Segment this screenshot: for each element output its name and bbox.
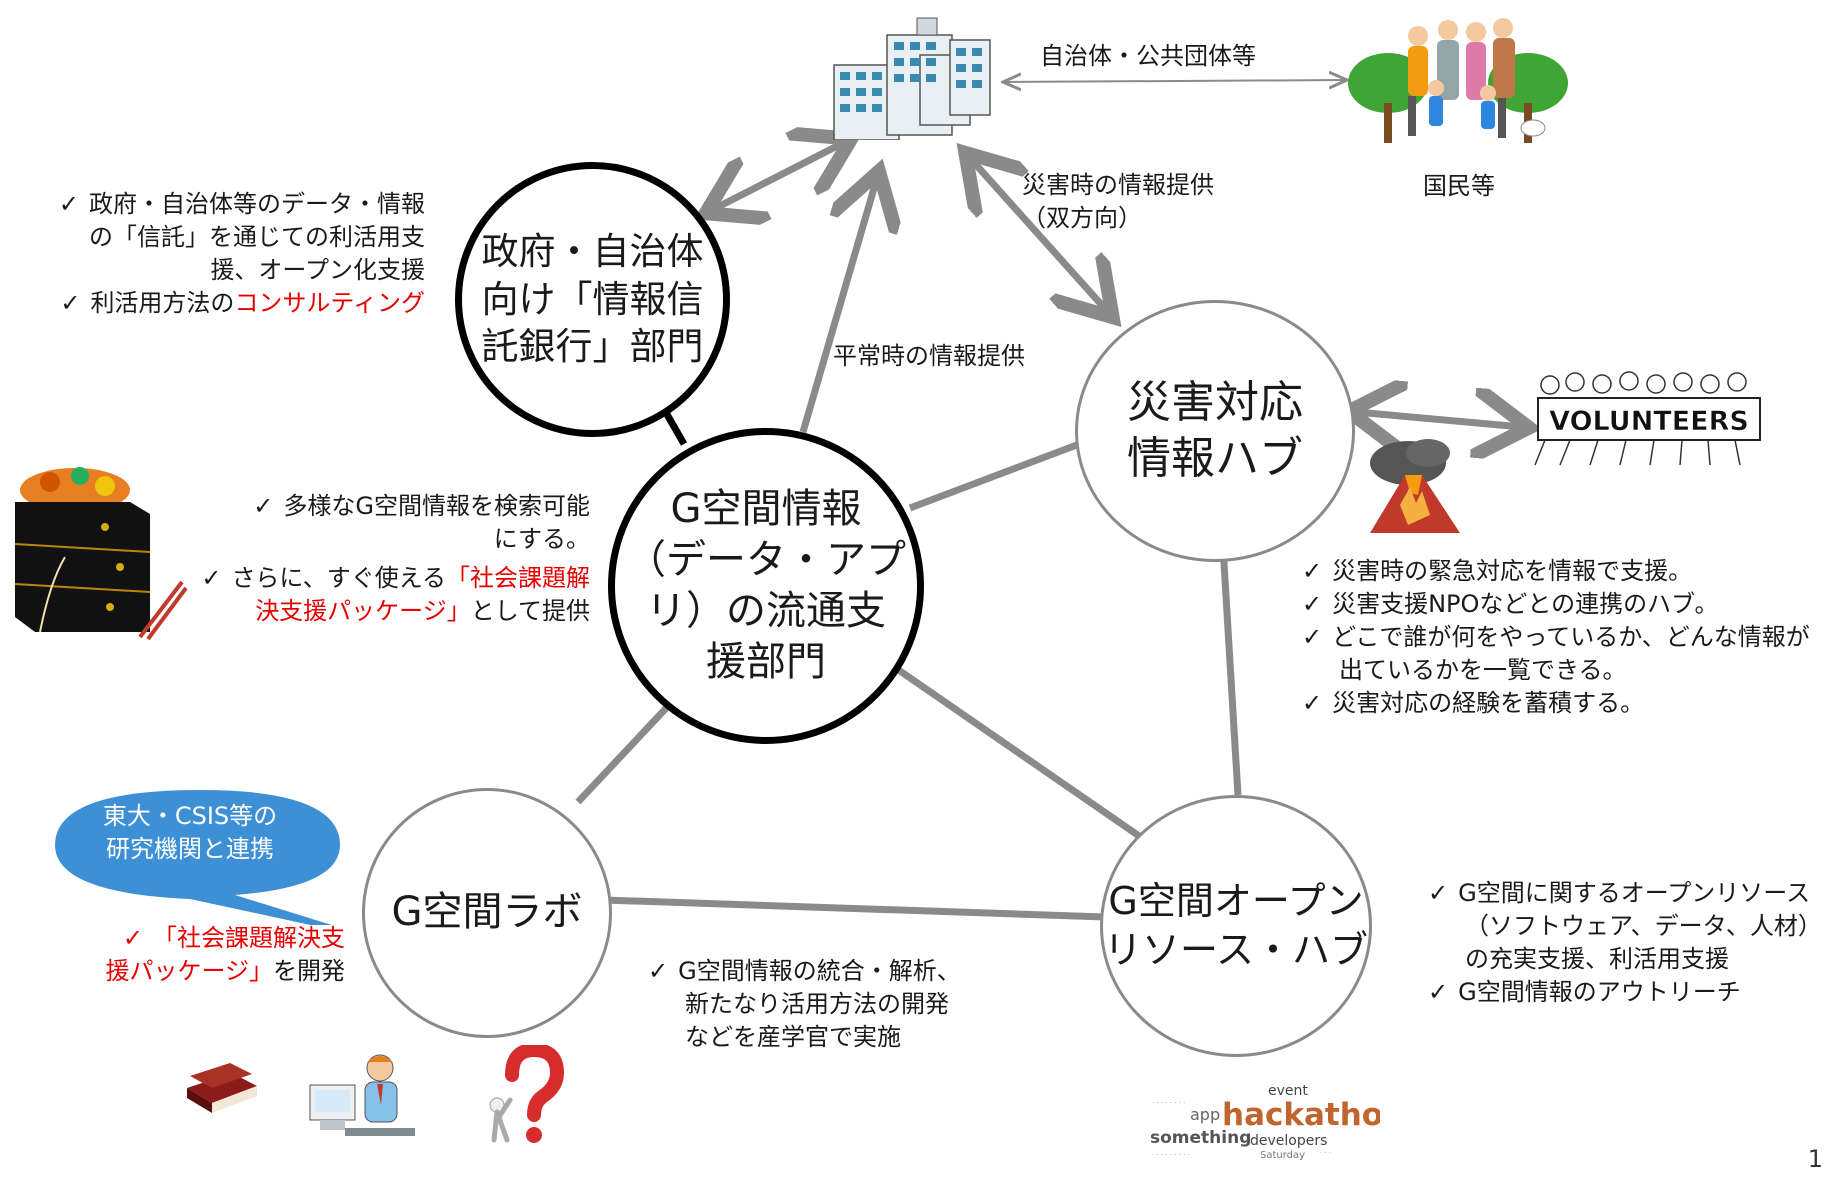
gov-notes: ✓政府・自治体等のデータ・情報 の「信託」を通じての利活用支 援、オープン化支援… xyxy=(58,190,425,318)
lab-notes: ✓「社会課題解決支 援パッケージ」を開発 xyxy=(105,924,345,986)
citizens-label: 国民等 xyxy=(1423,172,1495,200)
svg-text:· · · · · · · · ·: · · · · · · · · · xyxy=(1152,1151,1190,1159)
link-lab-open xyxy=(603,896,1106,921)
normal-info-label: 平常時の情報提供 xyxy=(833,342,1025,370)
disaster-info-label-1: 災害時の情報提供 xyxy=(1022,171,1214,199)
open-node-label: G空間オープン リソース・ハブ xyxy=(1103,879,1369,972)
page-number: 1 xyxy=(1807,1145,1823,1173)
link-center-disaster xyxy=(908,439,1084,512)
volunteers-banner-icon: VOLUNTEERS xyxy=(1534,371,1761,466)
jubako-food-box-icon xyxy=(14,467,188,641)
arrow-center-building xyxy=(799,178,877,433)
volunteers-text: VOLUNTEERS xyxy=(1549,406,1749,437)
arrow-disaster-volunteers xyxy=(1356,412,1522,427)
disaster-hub-node: 災害対応 情報ハブ xyxy=(1075,300,1355,562)
gov-node-label: 政府・自治体 向け「情報信 託銀行」部門 xyxy=(481,230,704,369)
hackathon-word-saturday: Saturday xyxy=(1260,1150,1305,1161)
books-icon xyxy=(187,1063,257,1113)
citizens-family-icon xyxy=(1348,18,1568,143)
center-distribution-node: G空間情報 （データ・アプ リ）の流通支 援部門 xyxy=(608,428,924,744)
link-disaster-open xyxy=(1218,529,1242,796)
link-center-open xyxy=(885,659,1144,841)
researcher-at-computer-icon xyxy=(309,1054,415,1136)
hackathon-word-main: hackathon xyxy=(1222,1097,1380,1133)
disaster-notes: ✓災害時の緊急対応を情報で支援。 ✓災害支援NPOなどとの連携のハブ。 ✓どこで… xyxy=(1302,557,1810,718)
disaster-node-label: 災害対応 情報ハブ xyxy=(1127,376,1303,484)
research-callout xyxy=(55,790,340,925)
open-resource-hub-node: G空間オープン リソース・ハブ xyxy=(1100,795,1372,1057)
question-mark-figure-icon xyxy=(489,1045,565,1143)
arrow-building-citizens xyxy=(1005,80,1345,82)
open-notes: ✓G空間に関するオープンリソース （ソフトウェア、データ、人材） の充実支援、利… xyxy=(1428,879,1822,1007)
hackathon-word-app: app xyxy=(1190,1105,1220,1124)
arrow-gov-building xyxy=(712,142,845,210)
volcano-icon xyxy=(1370,439,1460,533)
center-node-label: G空間情報 （データ・アプ リ）の流通支 援部門 xyxy=(626,485,906,686)
svg-text:· · ·: · · · xyxy=(1320,1149,1331,1157)
gov-info-trust-node: 政府・自治体 向け「情報信 託銀行」部門 xyxy=(455,162,730,437)
g-space-lab-node: G空間ラボ xyxy=(362,788,612,1038)
municipal-label: 自治体・公共団体等 xyxy=(1040,42,1256,70)
hackathon-word-cloud: event app hackathon something developers… xyxy=(1150,1083,1380,1161)
callout-text: 東大・CSIS等の 研究機関と連携 xyxy=(102,802,278,863)
lab-open-notes: ✓G空間情報の統合・解析、 新たなり活用方法の開発 などを産学官で実施 xyxy=(648,957,961,1052)
lab-node-label: G空間ラボ xyxy=(391,889,583,936)
center-notes: ✓多様なG空間情報を検索可能 にする。 ✓さらに、すぐ使える「社会課題解 決支援… xyxy=(201,492,590,626)
arrow-building-disaster xyxy=(970,158,1108,312)
disaster-info-label-2: （双方向） xyxy=(1022,204,1142,232)
hackathon-word-event: event xyxy=(1268,1083,1308,1099)
svg-text:· · · · · · · ·: · · · · · · · · xyxy=(1152,1099,1185,1107)
hackathon-word-developers: developers xyxy=(1250,1133,1327,1149)
government-building-icon xyxy=(833,17,991,140)
hackathon-word-something: something xyxy=(1150,1128,1251,1148)
